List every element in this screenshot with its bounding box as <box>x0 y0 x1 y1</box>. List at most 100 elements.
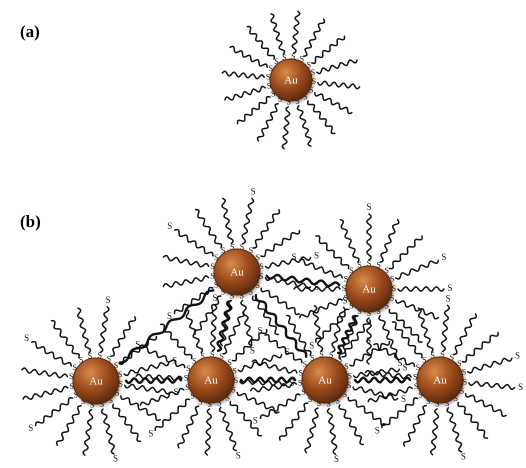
sulfur-anchor-label: S <box>249 288 253 297</box>
thiol-ligand-chain <box>100 408 115 455</box>
thiol-ligand-chain <box>339 218 360 263</box>
sulfur-anchor-label: S <box>226 393 230 402</box>
sulfur-anchor-label: S <box>88 352 92 361</box>
thiol-ligand-chain <box>316 59 358 75</box>
sulfur-terminal-label: S <box>401 394 406 404</box>
thiol-ligand-chain <box>397 286 445 292</box>
sulfur-anchor-label: S <box>221 288 225 297</box>
sulfur-anchor-label: S <box>326 400 330 409</box>
gold-label: Au <box>230 267 244 279</box>
gold-label: Au <box>433 375 447 387</box>
sulfur-anchor-label: S <box>390 274 394 283</box>
thiol-ligand-chain <box>82 408 94 456</box>
thiol-ligand-chain <box>381 397 419 429</box>
sulfur-anchor-label: S <box>344 274 348 283</box>
sulfur-anchor-label: S <box>240 242 244 251</box>
thiol-ligand-chain <box>270 13 286 55</box>
sulfur-anchor-label: S <box>416 363 420 372</box>
thiol-ligand-chain <box>338 404 365 446</box>
thiol-ligand-chain <box>259 393 301 420</box>
thiol-ligand-chain <box>50 319 81 359</box>
sulfur-anchor-label: S <box>230 242 234 251</box>
sulfur-anchor-label: S <box>367 259 371 268</box>
thiol-ligand-chain <box>154 398 191 432</box>
sulfur-anchor-label: S <box>445 399 449 408</box>
sulfur-terminal-label: S <box>28 423 33 433</box>
thiol-ligand-chain <box>440 304 451 352</box>
thiol-ligand-chain <box>298 258 343 279</box>
sulfur-anchor-label: S <box>349 302 353 311</box>
sulfur-anchor-label: S <box>278 95 282 104</box>
sulfur-anchor-label: S <box>230 291 234 300</box>
sulfur-anchor-label: S <box>118 380 122 389</box>
dithiol-bridge-linker <box>124 376 183 385</box>
thiol-ligand-chain <box>251 359 298 374</box>
thiol-ligand-chain <box>236 95 271 125</box>
dithiol-bridge-linker <box>265 273 341 288</box>
gold-label: Au <box>204 375 218 387</box>
sulfur-anchor-label: S <box>210 262 214 271</box>
thiol-ligand-chain <box>395 259 440 280</box>
sulfur-anchor-label: S <box>210 350 214 359</box>
thiol-ligand-chain <box>452 313 478 356</box>
sulfur-anchor-label: S <box>348 371 352 380</box>
sulfur-anchor-label: S <box>234 376 238 385</box>
sulfur-anchor-label: S <box>384 266 388 275</box>
sulfur-anchor-label: S <box>198 397 202 406</box>
thiol-ligand-chain <box>303 18 326 57</box>
sulfur-anchor-label: S <box>274 57 278 66</box>
sulfur-anchor-label: S <box>376 307 380 316</box>
thiol-ligand-chain <box>446 407 463 453</box>
sulfur-anchor-label: S <box>72 363 76 372</box>
dithiol-bridge-linker <box>118 289 215 364</box>
sulfur-terminal-label: S <box>461 452 466 462</box>
sulfur-terminal-label: S <box>292 252 297 262</box>
thiol-ligand-chain <box>221 70 265 80</box>
thiol-ligand-chain <box>229 400 263 437</box>
sulfur-anchor-label: S <box>186 364 190 373</box>
sulfur-anchor-label: S <box>319 350 323 359</box>
thiol-ligand-chain <box>260 229 301 258</box>
sulfur-anchor-label: S <box>301 388 305 397</box>
sulfur-terminal-label: S <box>174 387 179 397</box>
sulfur-terminal-label: S <box>106 295 111 305</box>
sulfur-anchor-label: S <box>259 262 263 271</box>
thiol-ligand-chain <box>378 315 399 360</box>
sulfur-terminal-label: S <box>236 450 241 460</box>
thiol-ligand-chain <box>379 218 400 263</box>
sulfur-anchor-label: S <box>349 266 353 275</box>
sulfur-terminal-label: S <box>446 293 451 303</box>
sulfur-terminal-label: S <box>397 358 402 368</box>
thiol-ligand-chain <box>366 213 372 261</box>
sulfur-anchor-label: S <box>344 293 348 302</box>
thiol-ligand-chain <box>123 383 171 395</box>
sulfur-anchor-label: S <box>460 387 464 396</box>
sulfur-terminal-label: S <box>375 425 380 435</box>
sulfur-anchor-label: S <box>269 64 273 73</box>
thiol-ligand-chain <box>311 35 346 65</box>
gold-nanoparticle <box>345 265 393 313</box>
sulfur-terminal-label: S <box>285 347 290 357</box>
sulfur-anchor-label: S <box>413 372 417 381</box>
thiol-ligand-chain <box>391 321 423 359</box>
sulfur-terminal-label: S <box>314 251 319 261</box>
thiol-ligand-chain <box>162 275 210 288</box>
thiol-ligand-chain <box>237 354 283 373</box>
thiol-ligand-chain <box>139 387 185 406</box>
sulfur-anchor-label: S <box>344 362 348 371</box>
sulfur-anchor-label: S <box>311 68 315 77</box>
thiol-ligand-chain <box>298 298 343 319</box>
bridge-layer <box>118 273 412 385</box>
dithiol-bridge-linker <box>239 376 297 384</box>
thiol-ligand-chain <box>194 208 223 249</box>
thiol-ligand-chain <box>326 407 338 455</box>
sulfur-anchor-label: S <box>214 253 218 262</box>
thiol-ligand-chain <box>222 311 245 355</box>
sulfur-terminal-label: S <box>250 346 255 356</box>
sulfur-anchor-label: S <box>347 381 351 390</box>
sulfur-anchor-label: S <box>192 356 196 365</box>
sulfur-anchor-label: S <box>267 81 271 90</box>
thiol-ligand-chain <box>429 408 440 456</box>
sulfur-anchor-label: S <box>454 394 458 403</box>
